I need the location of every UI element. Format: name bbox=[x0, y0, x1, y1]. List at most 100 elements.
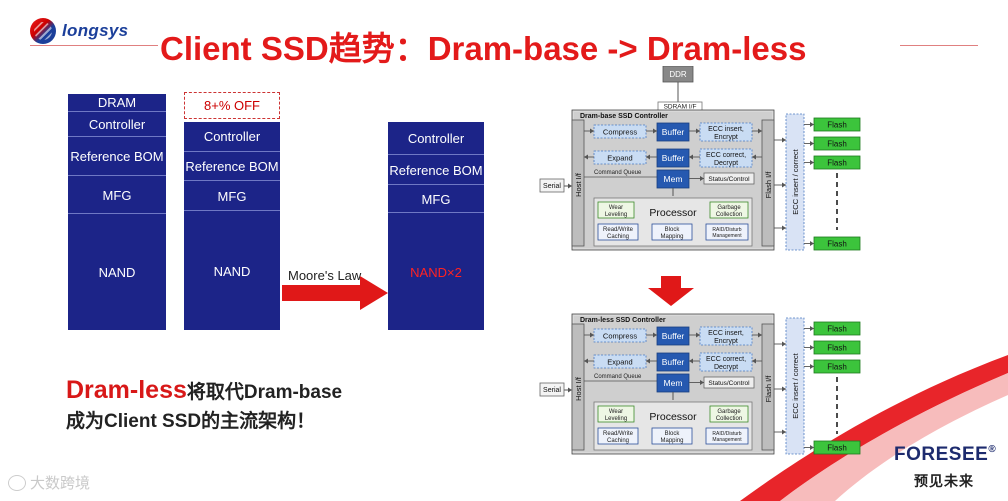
flashif-ecc-link-1-head bbox=[782, 137, 786, 143]
flash-link-last-head bbox=[810, 445, 814, 450]
flash-if-bar bbox=[761, 323, 775, 451]
wear-leveling-label-line2: Leveling bbox=[605, 416, 627, 422]
raid-management-label-line2: Management bbox=[712, 233, 742, 239]
status-control-label: Status/Control bbox=[708, 176, 750, 183]
read-write-caching-box bbox=[597, 427, 639, 445]
ecc-correct-label-line2: Decrypt bbox=[714, 364, 738, 371]
expand-label: Expand bbox=[607, 358, 632, 367]
ecc-vertical-bar bbox=[785, 113, 805, 251]
block-mapping-label-line2: Mapping bbox=[660, 234, 683, 240]
col3-nand-x2: NAND×2 bbox=[388, 212, 484, 331]
garbage-collection-label-line2: Collection bbox=[716, 212, 742, 218]
block-mapping-label-line1: Block bbox=[665, 431, 681, 437]
expand-label: Expand bbox=[607, 154, 632, 163]
expand-box bbox=[593, 354, 647, 369]
dram-savings-box: 8+% OFF bbox=[184, 92, 280, 119]
controller-title: Dram-less SSD Controller bbox=[580, 317, 666, 324]
watermark-icon bbox=[8, 474, 26, 491]
col1-dram: DRAM bbox=[97, 95, 137, 110]
moores-law-arrow bbox=[282, 276, 388, 310]
moores-law-label: Moore's Law bbox=[288, 268, 362, 283]
flash-chip-label-1: Flash bbox=[827, 325, 847, 334]
ecc-correct-box bbox=[699, 148, 753, 168]
foresee-brand-reg: ® bbox=[988, 444, 997, 455]
block-mapping-label-line2: Mapping bbox=[660, 438, 683, 444]
flash-if-label: Flash I/f bbox=[764, 375, 773, 403]
row1-in-head bbox=[590, 332, 594, 338]
buffer-label-2: Buffer bbox=[662, 357, 685, 367]
raid-management-label-line2: Management bbox=[712, 437, 742, 443]
conclusion-line-2: 成为Client SSD的主流架构！ bbox=[66, 411, 316, 432]
sdram-if-label: SDRAM I/F bbox=[664, 104, 697, 111]
ecc-correct-label-line1: ECC correct, bbox=[706, 152, 746, 159]
serial-arrow-head bbox=[568, 387, 572, 393]
serial-box bbox=[539, 382, 565, 397]
ecc-insert-label-line2: Encrypt bbox=[714, 338, 738, 345]
buffer-box-2 bbox=[656, 352, 690, 372]
foresee-brand: FORESEE® bbox=[894, 444, 996, 466]
ddr-label: DDR bbox=[669, 70, 687, 79]
watermark: 大数跨境 bbox=[8, 472, 90, 493]
flash-chip-label-1: Flash bbox=[827, 121, 847, 130]
buffer-box-1 bbox=[656, 122, 690, 142]
ecc-insert-box bbox=[699, 122, 753, 142]
ecc-insert-box bbox=[699, 326, 753, 346]
flash-chip-label-last: Flash bbox=[827, 444, 847, 453]
flashif-ecc-link-3-head bbox=[782, 429, 786, 435]
row2-a-head bbox=[646, 358, 650, 364]
ecc-correct-label-line2: Decrypt bbox=[714, 160, 738, 167]
wear-leveling-box bbox=[597, 405, 635, 423]
col2-controller: Controller bbox=[203, 129, 261, 144]
flash-link-2-head bbox=[810, 141, 814, 146]
row2-in-head bbox=[752, 154, 756, 160]
conclusion-dram-less: Dram-less bbox=[66, 376, 187, 404]
read-write-caching-label-line1: Read/Write bbox=[603, 431, 634, 437]
buffer-box-2 bbox=[656, 148, 690, 168]
ecc-vertical-bar bbox=[785, 317, 805, 455]
row2-a-head bbox=[646, 154, 650, 160]
wear-leveling-label-line2: Leveling bbox=[605, 212, 627, 218]
compress-box bbox=[593, 328, 647, 343]
col2-mfg: MFG bbox=[184, 180, 280, 211]
col1-reference-bom: Reference BOM bbox=[68, 136, 166, 176]
ecc-insert-label-line1: ECC insert, bbox=[708, 330, 744, 337]
flash-link-1-head bbox=[810, 326, 814, 331]
flash-if-label: Flash I/f bbox=[764, 171, 773, 199]
col2-nand: NAND bbox=[184, 210, 280, 331]
raid-management-label-line1: RAID/Disturb bbox=[712, 227, 741, 233]
cost-column-future: Controller Reference BOM MFG NAND×2 bbox=[388, 122, 484, 330]
wear-leveling-label-line1: Wear bbox=[609, 409, 623, 415]
wear-leveling-label-line1: Wear bbox=[609, 205, 623, 211]
col1-controller: Controller bbox=[68, 111, 166, 137]
garbage-collection-label-line1: Garbage bbox=[717, 205, 741, 211]
status-control-label: Status/Control bbox=[708, 380, 750, 387]
host-if-label: Host I/f bbox=[574, 172, 583, 197]
title-rule-right bbox=[900, 45, 978, 46]
garbage-collection-label-line2: Collection bbox=[716, 416, 742, 422]
col2-reference-bom: Reference BOM bbox=[184, 151, 280, 181]
col1-nand: NAND bbox=[68, 213, 166, 331]
flash-link-2-head bbox=[810, 345, 814, 350]
ecc-insert-label-line2: Encrypt bbox=[714, 134, 738, 141]
serial-label: Serial bbox=[543, 387, 561, 394]
conclusion-line-1: Dram-less将取代Dram-base bbox=[66, 376, 342, 405]
flash-chip-label-last: Flash bbox=[827, 240, 847, 249]
command-queue-label: Command Queue bbox=[594, 170, 642, 176]
mem-status-link-head bbox=[700, 176, 704, 181]
read-write-caching-label-line2: Caching bbox=[607, 438, 629, 444]
col3-mfg: MFG bbox=[388, 184, 484, 213]
foresee-slogan: 预见未来 bbox=[914, 473, 974, 489]
buffer-box-1 bbox=[656, 326, 690, 346]
block-mapping-box bbox=[651, 427, 693, 445]
raid-management-label-line1: RAID/Disturb bbox=[712, 431, 741, 437]
page-title: Client SSD趋势：Dram-base -> Dram-less bbox=[160, 30, 807, 67]
flashif-ecc-link-1-head bbox=[782, 341, 786, 347]
flash-chip-label-3: Flash bbox=[827, 363, 847, 372]
mem-label: Mem bbox=[664, 378, 683, 388]
buffer-label-1: Buffer bbox=[662, 127, 685, 137]
row2-b-head bbox=[689, 358, 693, 364]
garbage-collection-box bbox=[709, 201, 749, 219]
host-if-bar bbox=[571, 323, 585, 451]
flash-chip-label-3: Flash bbox=[827, 159, 847, 168]
